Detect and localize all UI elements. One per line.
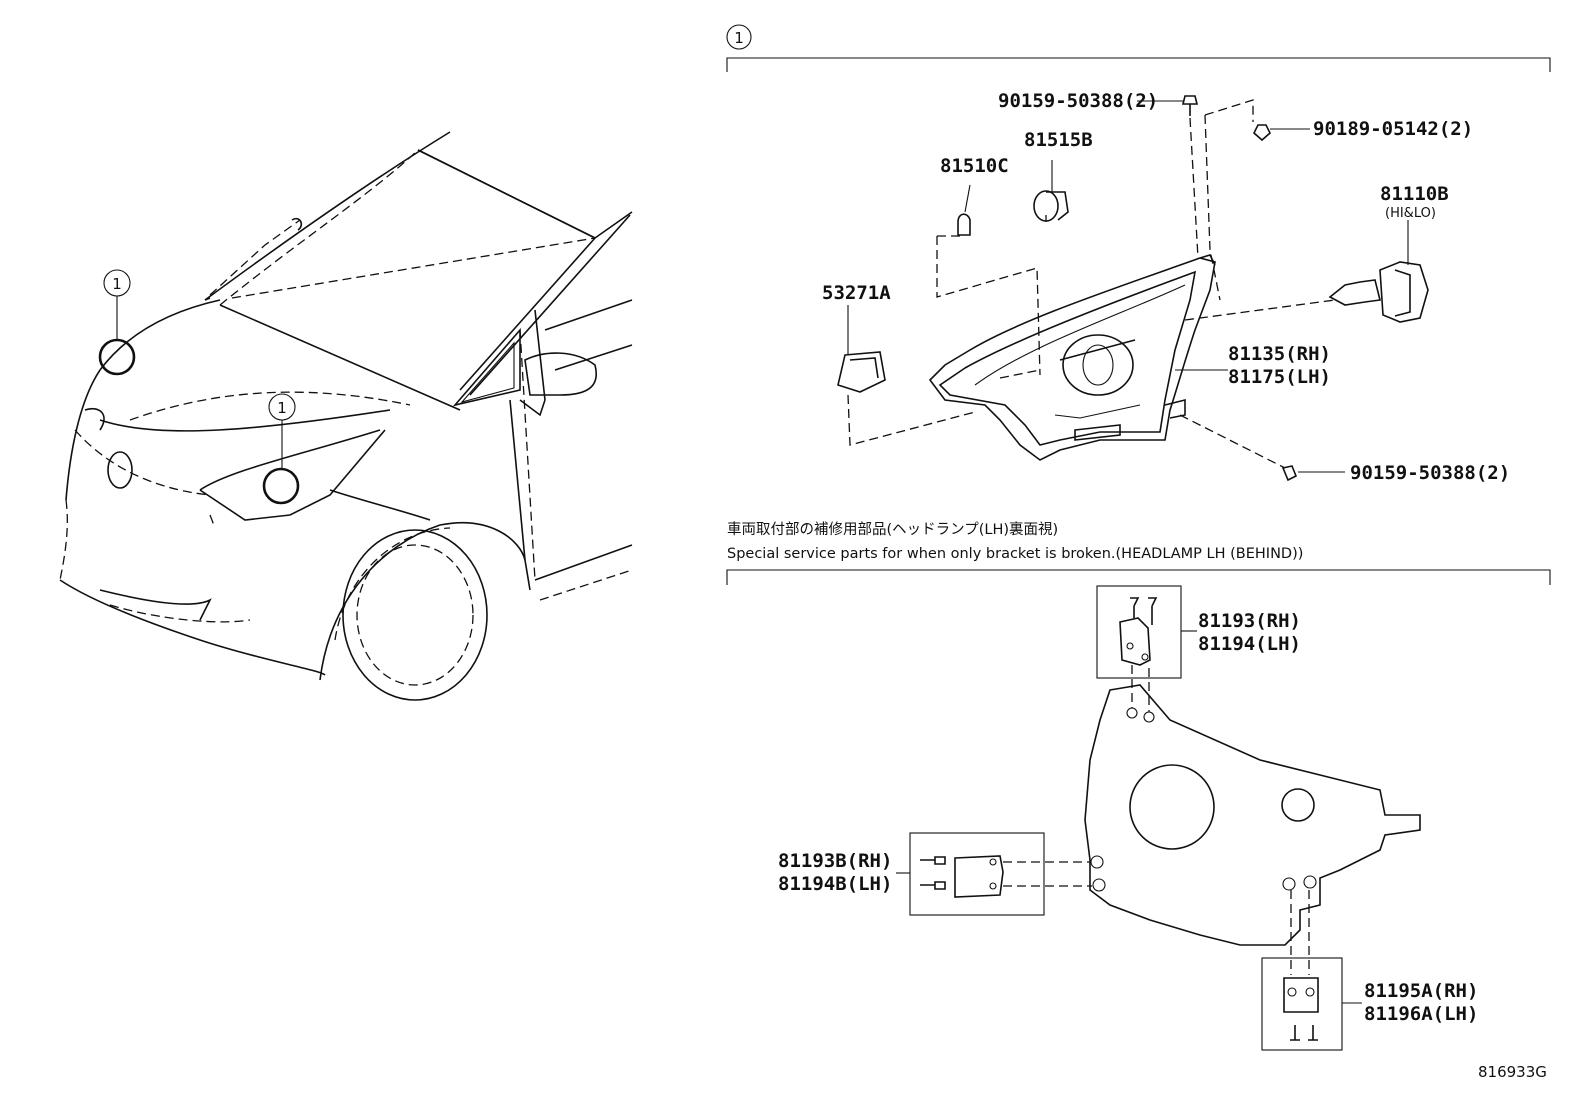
bracket-box-81193	[1096, 585, 1182, 679]
part-sublabel-hi-lo: (HI&LO)	[1385, 206, 1436, 221]
leader-lines-top	[847, 100, 1409, 473]
headlamp-location-marker-right	[262, 467, 300, 505]
labels-top: 90159-50388(2) 90189-05142(2) 81515B 815…	[822, 90, 1510, 484]
part-label-90159-50388-top: 90159-50388(2)	[998, 90, 1158, 112]
svg-text:1: 1	[734, 29, 744, 47]
headlamp-back-view	[1084, 684, 1421, 946]
section-1-header: 1	[726, 24, 1551, 72]
bulb-81110b	[1328, 261, 1429, 323]
diagram-code: 816933G	[1478, 1063, 1547, 1081]
screw-bottom	[1281, 465, 1298, 482]
bulb-81510c	[957, 213, 971, 236]
guide-lines-top	[847, 99, 1336, 469]
bracket-box-81195a	[1261, 957, 1343, 1051]
headlamp-assembly	[928, 254, 1216, 461]
callout-left-upper: 1	[98, 269, 136, 376]
clip-90189	[1253, 124, 1271, 142]
actuator-53271a	[837, 351, 886, 393]
part-label-81196a: 81196A(LH)	[1364, 1003, 1478, 1025]
part-label-81175: 81175(LH)	[1228, 366, 1331, 388]
part-label-53271a: 53271A	[822, 282, 891, 304]
service-note-en: Special service parts for when only brac…	[727, 546, 1303, 562]
socket-81515b	[1033, 190, 1069, 222]
part-label-81135: 81135(RH)	[1228, 343, 1331, 365]
guide-lines-bottom	[1003, 665, 1310, 975]
service-note: 車両取付部の補修用部品(ヘッドランプ(LH)裏面視) Special servi…	[726, 520, 1551, 585]
part-label-90189-05142: 90189-05142(2)	[1313, 118, 1473, 140]
headlamp-location-marker-left	[98, 338, 136, 376]
part-label-81510c: 81510C	[940, 155, 1009, 177]
service-note-jp: 車両取付部の補修用部品(ヘッドランプ(LH)裏面視)	[727, 520, 1058, 538]
part-label-81515b: 81515B	[1024, 129, 1093, 151]
part-label-81193b: 81193B(RH)	[778, 850, 892, 872]
labels-bottom: 81193(RH) 81194(LH) 81193B(RH) 81194B(LH…	[778, 610, 1478, 1025]
svg-text:1: 1	[277, 399, 287, 417]
part-label-81110b: 81110B	[1380, 183, 1449, 205]
bracket-box-81193b	[909, 832, 1045, 916]
screw-top	[1181, 95, 1199, 116]
part-label-81195a: 81195A(RH)	[1364, 980, 1478, 1002]
part-label-81194: 81194(LH)	[1198, 633, 1301, 655]
svg-text:1: 1	[112, 275, 122, 293]
part-label-90159-50388-bottom: 90159-50388(2)	[1350, 462, 1510, 484]
leader-lines-bottom	[896, 630, 1362, 1004]
part-label-81194b: 81194B(LH)	[778, 873, 892, 895]
callout-left-lower: 1	[262, 393, 300, 505]
part-label-81193: 81193(RH)	[1198, 610, 1301, 632]
vehicle-illustration	[59, 131, 633, 701]
